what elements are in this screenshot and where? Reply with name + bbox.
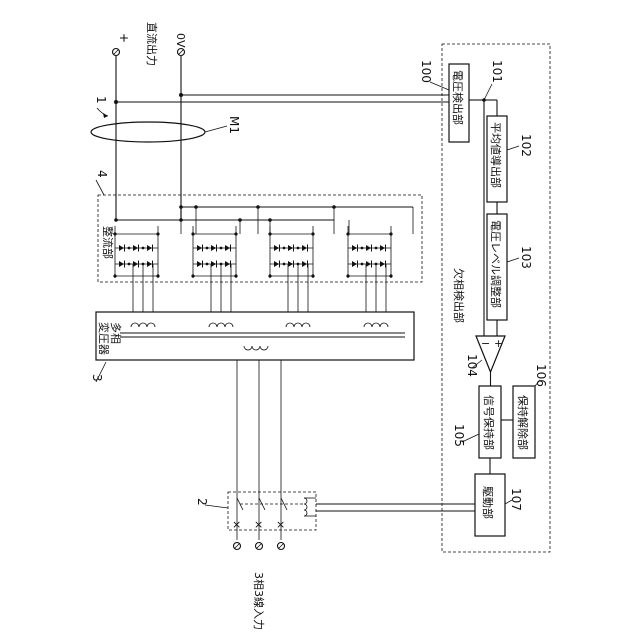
ref-102: 102 — [519, 134, 533, 157]
ref-101: 101 — [490, 60, 504, 83]
driver-label: 駆動部 — [481, 486, 495, 519]
signal-holder-label: 信号保持部 — [482, 395, 496, 450]
comparator-minus: − — [481, 337, 490, 350]
ref-2: 2 — [195, 498, 209, 506]
dc-output-section: 直流出力 + 0V — [113, 22, 450, 220]
phase-loss-detector-section: 欠相検出部 電圧検出部 100 101 平均値導出部 102 電圧レベル調整部 … — [419, 44, 550, 552]
transformer-section: 多相 変圧器 3 — [90, 312, 414, 540]
switch-contact-3: × — [276, 518, 285, 531]
ref-4: 4 — [95, 170, 109, 178]
ref-105: 105 — [452, 424, 466, 447]
cable-m1-ellipse — [91, 122, 205, 142]
ref-103: 103 — [519, 246, 533, 269]
voltage-level-adjuster-label: 電圧レベル調整部 — [489, 220, 503, 308]
zero-volt-label: 0V — [174, 33, 187, 48]
three-phase-input-label: 3相3線入力 — [252, 572, 266, 630]
plus-sign: + — [117, 33, 131, 43]
dc-output-label: 直流出力 — [145, 22, 159, 66]
ref-104: 104 — [465, 354, 479, 377]
switch-coil — [304, 498, 307, 516]
ref-100: 100 — [419, 60, 433, 83]
average-deriver-label: 平均値導出部 — [489, 122, 503, 188]
comparator-plus: + — [494, 337, 503, 350]
ref-1: 1 — [94, 96, 108, 104]
switch-contact-1: × — [232, 518, 241, 531]
rectifier-label: 整流部 — [101, 226, 115, 259]
transformer-label-2: 変圧器 — [97, 322, 111, 355]
ref-107: 107 — [509, 488, 523, 511]
rectifier-section: 4 整流部 — [95, 170, 422, 312]
hold-release-label: 保持解除部 — [516, 395, 530, 450]
rectifier-box — [98, 195, 422, 282]
phase-loss-detector-label: 欠相検出部 — [452, 268, 466, 323]
transformer-box — [96, 312, 414, 360]
cable-section: M1 1 — [91, 96, 241, 142]
switch-contact-2: × — [254, 518, 263, 531]
ref-106: 106 — [534, 364, 548, 387]
voltage-detector-label: 電圧検出部 — [451, 70, 465, 125]
cable-m1-label: M1 — [227, 116, 241, 134]
